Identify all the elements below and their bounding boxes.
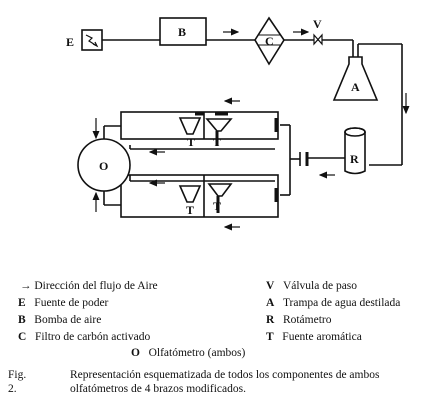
label-O: O [99, 159, 108, 173]
label-R: R [350, 152, 359, 166]
label-E: E [66, 35, 74, 49]
olfactometer-diagram: E B C V A R O T T T T [66, 16, 410, 231]
carbon-filter [254, 16, 285, 66]
legend-E: E Fuente de poder [18, 297, 109, 309]
legend-B: B Bomba de aire [18, 314, 102, 326]
legend-A: A Trampa de agua destilada [266, 297, 401, 309]
label-T: T [186, 203, 194, 217]
valve [313, 33, 323, 46]
legend-R: R Rotámetro [266, 314, 332, 326]
label-A: A [351, 80, 360, 94]
rotameter [344, 127, 366, 175]
label-B: B [178, 25, 186, 39]
lower-arm [120, 174, 279, 218]
legend-C: C Filtro de carbón activado [18, 331, 151, 343]
flow-arrow-icon: → [20, 280, 32, 292]
power-source [81, 29, 103, 51]
legend-V: V Válvula de paso [266, 280, 358, 292]
figure-caption-text: Representación esquematizada de todos lo… [70, 369, 380, 395]
label-T: T [187, 135, 195, 149]
figure-number: Fig. 2. [8, 369, 27, 395]
label-V: V [313, 17, 322, 31]
label-T: T [213, 199, 221, 213]
upper-arm [120, 111, 279, 146]
legend-flow: → Dirección del flujo de Aire [20, 280, 158, 292]
water-trap [332, 56, 379, 101]
legend-T: T Fuente aromática [266, 331, 362, 343]
label-C: C [265, 34, 274, 48]
legend-O: O Olfatómetro (ambos) [131, 347, 246, 359]
label-T: T [213, 135, 221, 149]
air-pump [159, 17, 207, 46]
